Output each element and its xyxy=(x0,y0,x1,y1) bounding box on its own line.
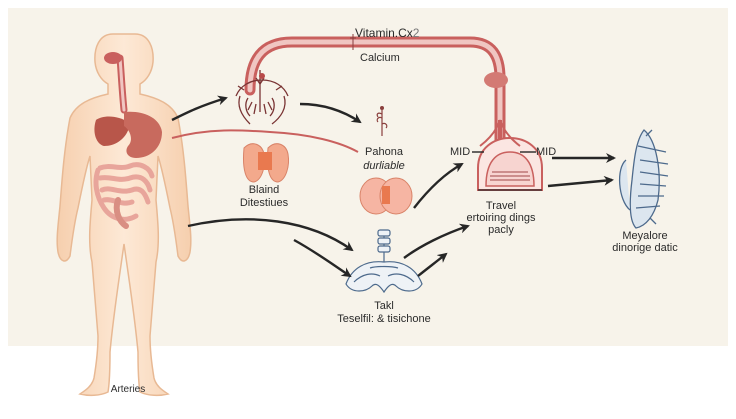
takl-label-line2: Teselfil: & tisichone xyxy=(337,313,431,325)
arrow-body-to-gland xyxy=(171,95,228,122)
flow-arrows xyxy=(171,95,616,278)
arrow-kidney-to-vertebra xyxy=(547,175,614,188)
thyroid-gland-icon xyxy=(243,143,289,183)
arteries-label: Arteries xyxy=(110,384,146,395)
arrow-pahona-to-kidney xyxy=(413,162,464,209)
vitamin-text: Vitamin.Cx xyxy=(355,26,413,40)
nerve-plexus-icon xyxy=(235,70,289,125)
travel-label-line1: Travel xyxy=(485,200,517,212)
mid-label-right: MID xyxy=(536,146,557,158)
arrow-pelvis-to-travel-2 xyxy=(417,252,448,277)
vertebra-bone-icon xyxy=(619,129,669,229)
arrow-body-to-pelvis-upper xyxy=(187,218,354,252)
pelvis-bone-icon xyxy=(345,229,423,294)
kidney-cross-section-icon xyxy=(477,119,543,191)
meyalore-label-line2: dinorige datic xyxy=(612,242,678,254)
travel-label-line2: ertoiring dings xyxy=(466,212,536,224)
arrow-gland-to-plant xyxy=(299,102,362,124)
mid-label-left: MID xyxy=(450,146,471,158)
travel-label-line3: pacly xyxy=(488,224,514,236)
blaind-label-line2: Ditestiues xyxy=(239,197,289,209)
takl-label-line1: Takl xyxy=(374,300,394,312)
parathyroid-gland-icon xyxy=(359,177,413,215)
arrow-body-to-pelvis-lower xyxy=(293,238,352,278)
blaind-label-line1: Blaind xyxy=(248,184,280,196)
vessel-line xyxy=(171,129,359,153)
pahona-label-line2: durliable xyxy=(363,160,405,172)
human-body-figure xyxy=(56,33,192,397)
meyalore-label-line1: Meyalore xyxy=(622,230,668,242)
vitamin-sup: 2 xyxy=(412,26,420,40)
calcium-label: Calcium xyxy=(360,52,400,64)
pahona-label-line1: Pahona xyxy=(365,146,403,158)
vitamin-label: Vitamin.Cx2 xyxy=(355,27,419,40)
arrow-pelvis-to-travel xyxy=(403,223,470,259)
artery-tube xyxy=(244,34,508,176)
small-plant-icon xyxy=(376,106,388,136)
